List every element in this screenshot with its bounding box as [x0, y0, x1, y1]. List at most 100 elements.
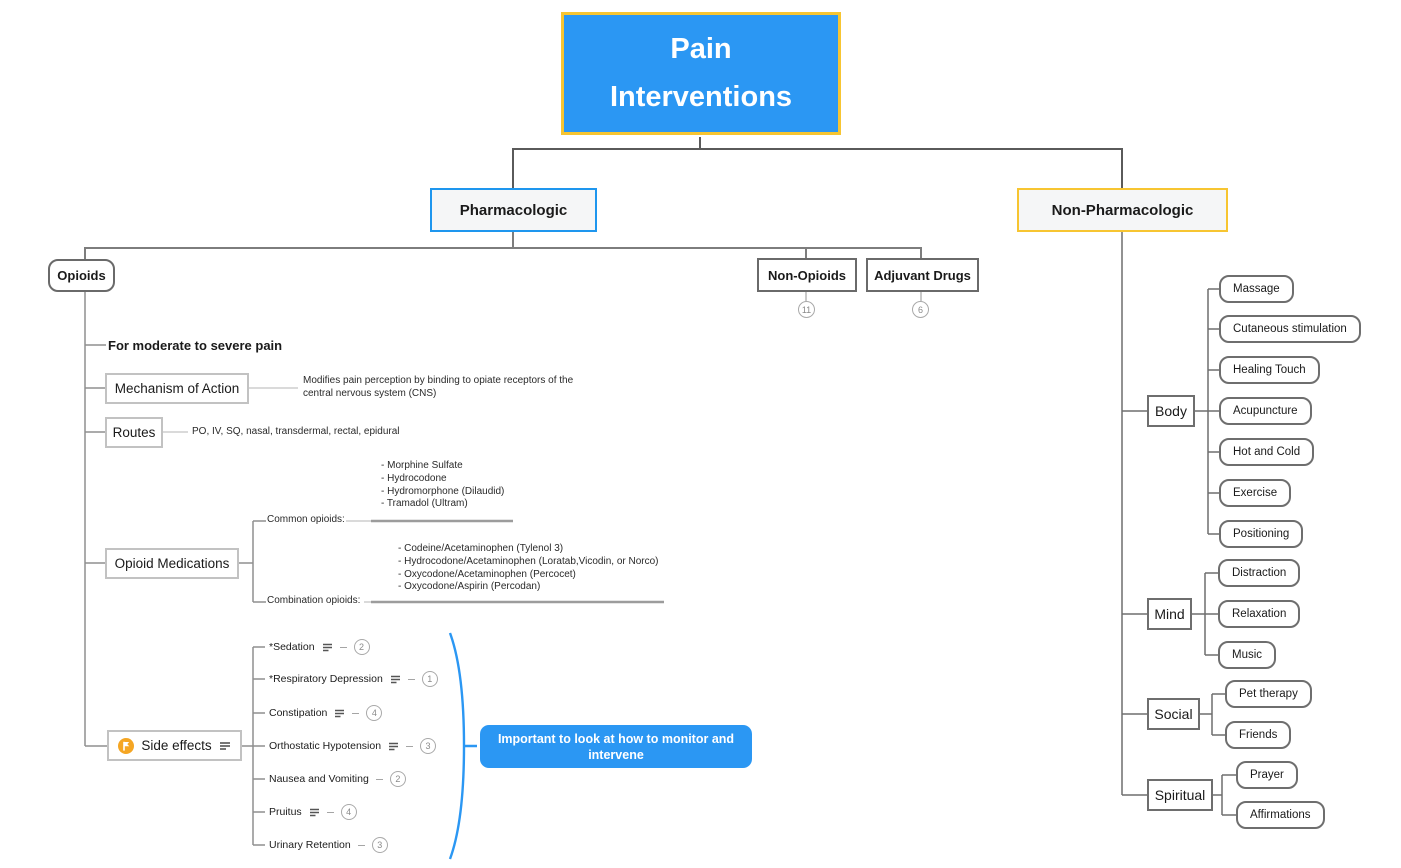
- node-pharmacologic[interactable]: Pharmacologic: [430, 188, 597, 232]
- count-badge[interactable]: 1: [421, 671, 438, 687]
- notes-icon[interactable]: [390, 675, 401, 684]
- badge-connector: [375, 778, 383, 780]
- count-badge[interactable]: 2: [389, 771, 406, 787]
- node-prayer[interactable]: Prayer: [1236, 761, 1298, 789]
- node-orthostatic-hypotension[interactable]: Orthostatic Hypotension 3: [269, 737, 437, 755]
- side-effect-label: *Respiratory Depression: [269, 673, 383, 685]
- node-positioning[interactable]: Positioning: [1219, 520, 1304, 548]
- node-sedation[interactable]: *Sedation 2: [269, 638, 370, 656]
- count-value: 3: [377, 840, 383, 850]
- list-item: - Morphine Sulfate: [381, 460, 463, 471]
- side-effects-callout[interactable]: Important to look at how to monitor and …: [480, 725, 752, 768]
- node-nausea-and-vomiting[interactable]: Nausea and Vomiting 2: [269, 770, 406, 788]
- node-label: Adjuvant Drugs: [874, 267, 971, 283]
- count-value: 6: [917, 304, 923, 315]
- list-item: - Hydromorphone (Dilaudid): [381, 485, 505, 497]
- side-effect-label: Orthostatic Hypotension: [269, 740, 382, 752]
- node-label: Non-Pharmacologic: [1051, 201, 1194, 219]
- pill-label: Distraction: [1232, 567, 1287, 579]
- node-label: Non-Opioids: [768, 267, 846, 283]
- node-massage[interactable]: Massage: [1219, 275, 1294, 303]
- node-body[interactable]: Body: [1147, 395, 1195, 427]
- node-label: Mind: [1154, 606, 1185, 622]
- notes-icon[interactable]: [219, 741, 231, 751]
- callout-text: Important to look at how to monitor and …: [497, 731, 735, 762]
- node-hot-and-cold[interactable]: Hot and Cold: [1219, 438, 1315, 466]
- count-value: 4: [371, 708, 377, 718]
- side-effect-label: Pruitus: [269, 806, 302, 818]
- node-friends[interactable]: Friends: [1225, 721, 1292, 749]
- side-effect-label: *Sedation: [269, 641, 315, 653]
- node-distraction[interactable]: Distraction: [1218, 559, 1301, 587]
- notes-icon[interactable]: [388, 742, 399, 751]
- pill-label: Music: [1232, 649, 1263, 661]
- node-spiritual[interactable]: Spiritual: [1147, 779, 1213, 811]
- node-pet-therapy[interactable]: Pet therapy: [1225, 680, 1312, 708]
- node-mechanism-of-action[interactable]: Mechanism of Action: [105, 373, 249, 404]
- node-healing-touch[interactable]: Healing Touch: [1219, 356, 1320, 384]
- node-routes[interactable]: Routes: [105, 417, 163, 448]
- badge-connector: [407, 678, 415, 680]
- count-value: 3: [425, 741, 431, 751]
- badge-connector: [326, 811, 334, 813]
- flag-icon[interactable]: [118, 737, 135, 754]
- node-pain-interventions[interactable]: Pain Interventions: [561, 12, 841, 135]
- node-urinary-retention[interactable]: Urinary Retention 3: [269, 836, 388, 854]
- pill-label: Acupuncture: [1233, 405, 1298, 417]
- side-effect-label: Nausea and Vomiting: [269, 773, 369, 785]
- node-constipation[interactable]: Constipation 4: [269, 704, 383, 722]
- common-opioids-list[interactable]: - Morphine Sulfate - Hydrocodone - Hydro…: [381, 460, 504, 511]
- node-mind[interactable]: Mind: [1147, 598, 1192, 630]
- badge-connector: [352, 712, 360, 714]
- notes-icon[interactable]: [334, 709, 345, 718]
- pill-label: Exercise: [1233, 487, 1278, 499]
- node-combination-opioids[interactable]: Combination opioids:: [267, 595, 361, 606]
- node-music[interactable]: Music: [1218, 641, 1277, 669]
- list-item: - Oxycodone/Acetaminophen (Percocet): [398, 568, 576, 580]
- badge-connector: [406, 745, 414, 747]
- count-badge[interactable]: 3: [371, 837, 388, 853]
- badge-connector: [357, 844, 365, 846]
- mechanism-description[interactable]: Modifies pain perception by binding to o…: [303, 375, 574, 399]
- node-respiratory-depression[interactable]: *Respiratory Depression 1: [269, 670, 438, 688]
- pill-label: Pet therapy: [1239, 688, 1298, 700]
- node-label: Spiritual: [1154, 787, 1206, 803]
- collapsed-count-badge-adjuvant-drugs[interactable]: 6: [912, 301, 929, 318]
- notes-icon[interactable]: [322, 643, 333, 652]
- node-affirmations[interactable]: Affirmations: [1236, 801, 1325, 829]
- routes-value[interactable]: PO, IV, SQ, nasal, transdermal, rectal, …: [192, 426, 400, 437]
- node-common-opioids[interactable]: Common opioids:: [267, 514, 345, 525]
- node-non-opioids[interactable]: Non-Opioids: [757, 258, 857, 292]
- node-social[interactable]: Social: [1147, 698, 1200, 730]
- node-pruitus[interactable]: Pruitus 4: [269, 803, 357, 821]
- node-adjuvant-drugs[interactable]: Adjuvant Drugs: [866, 258, 979, 292]
- node-opioids[interactable]: Opioids: [48, 259, 115, 292]
- count-value: 4: [346, 807, 352, 817]
- node-opioid-medications[interactable]: Opioid Medications: [105, 548, 239, 579]
- combination-opioids-list[interactable]: - Codeine/Acetaminophen (Tylenol 3) - Hy…: [398, 543, 659, 594]
- node-non-pharmacologic[interactable]: Non-Pharmacologic: [1017, 188, 1228, 232]
- notes-icon[interactable]: [309, 808, 320, 817]
- side-effect-label: Constipation: [269, 707, 328, 719]
- pill-label: Affirmations: [1250, 809, 1311, 821]
- root-label: Pain Interventions: [609, 32, 793, 113]
- collapsed-count-badge-non-opioids[interactable]: 11: [798, 301, 815, 318]
- count-badge[interactable]: 2: [353, 639, 370, 655]
- node-label: Mechanism of Action: [114, 381, 240, 396]
- node-relaxation[interactable]: Relaxation: [1218, 600, 1301, 628]
- pill-label: Massage: [1233, 283, 1280, 295]
- node-exercise[interactable]: Exercise: [1219, 479, 1292, 507]
- count-badge[interactable]: 3: [420, 738, 437, 754]
- node-for-moderate-to-severe-pain[interactable]: For moderate to severe pain: [108, 338, 283, 353]
- node-side-effects[interactable]: Side effects: [107, 730, 242, 761]
- count-value: 2: [359, 642, 365, 652]
- count-value: 1: [427, 674, 433, 684]
- pill-label: Relaxation: [1232, 608, 1287, 620]
- node-cutaneous-stimulation[interactable]: Cutaneous stimulation: [1219, 315, 1361, 343]
- count-badge[interactable]: 4: [366, 705, 383, 721]
- count-badge[interactable]: 4: [340, 804, 357, 820]
- node-acupuncture[interactable]: Acupuncture: [1219, 397, 1312, 425]
- pill-label: Friends: [1239, 729, 1278, 741]
